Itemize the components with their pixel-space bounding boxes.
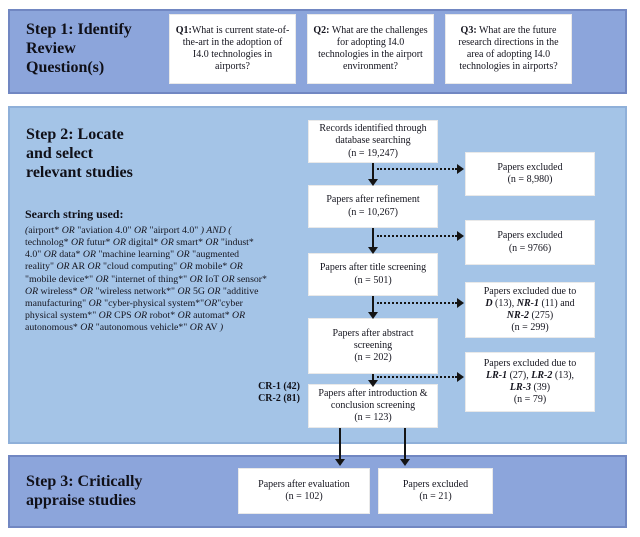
- question-prefix: Q1:: [175, 24, 192, 36]
- question-body: What are the future research directions …: [458, 24, 559, 73]
- box-text-line: Papers excluded due to: [483, 285, 577, 297]
- question-box-q3: Q3: What are the future research directi…: [445, 14, 572, 84]
- flow-box-label: Papers excluded: [402, 478, 469, 490]
- step3-title: Step 3: Critically appraise studies: [26, 473, 143, 509]
- arrowhead-right-icon: [457, 164, 464, 174]
- arrowhead-down-icon: [400, 459, 410, 466]
- question-prefix: Q2:: [313, 24, 330, 36]
- flow-box-intro-conclusion-screening: Papers after introduction & conclusion s…: [308, 384, 438, 428]
- arrowhead-right-icon: [457, 372, 464, 382]
- cr-criteria-note: CR-1 (42) CR-2 (81): [258, 381, 300, 404]
- flow-box-count: (n = 123): [354, 412, 392, 424]
- question-body: What are the challenges for adopting I4.…: [318, 24, 428, 73]
- search-string-text: (airport* OR "aviation 4.0" OR "airport …: [25, 225, 267, 334]
- flow-box-count: (n = 102): [285, 491, 323, 502]
- arrowhead-down-icon: [335, 459, 345, 466]
- flow-box-count: (n = 19,247): [348, 147, 398, 159]
- question-body: What is current state-of-the-art in the …: [182, 24, 290, 73]
- arrowhead-down-icon: [368, 179, 378, 186]
- box-text-line: (n = 8,980): [507, 174, 553, 185]
- search-string-label: Search string used:: [25, 207, 124, 221]
- final-excluded-box: Papers excluded (n = 21): [378, 468, 493, 514]
- arrow-refinement-to-title: [372, 228, 374, 247]
- flow-box-abstract-screening: Papers after abstract screening (n = 202…: [308, 318, 438, 374]
- flow-box-label: Papers after title screening: [319, 262, 427, 274]
- question-box-q1: Q1:What is current state-of-the-art in t…: [169, 14, 296, 84]
- flow-box-label: Records identified through database sear…: [319, 123, 427, 147]
- dotted-arrow-to-excluded-1: [377, 168, 457, 170]
- step2-title: Step 2: Locate and select relevant studi…: [26, 126, 133, 181]
- box-text-line: Papers excluded: [497, 230, 563, 242]
- arrowhead-down-icon: [368, 312, 378, 319]
- box-text-line: LR-1 (27), LR-2 (13),: [485, 369, 575, 381]
- box-text-line: NR-2 (275): [506, 310, 554, 321]
- box-text-line: (n = 9766): [508, 242, 552, 254]
- flow-box-label: Papers after evaluation: [258, 478, 350, 490]
- question-text: Q1:What is current state-of-the-art in t…: [175, 25, 290, 74]
- question-text: Q2: What are the challenges for adopting…: [313, 25, 428, 74]
- dotted-arrow-to-excluded-3: [377, 302, 457, 304]
- flow-box-label: Papers after refinement: [326, 194, 420, 206]
- excluded-box-1: Papers excluded(n = 8,980): [465, 152, 595, 196]
- arrowhead-down-icon: [368, 380, 378, 387]
- arrow-intro-to-excluded: [404, 428, 406, 459]
- box-text-line: Papers excluded due to: [483, 357, 577, 369]
- evaluation-box: Papers after evaluation (n = 102): [238, 468, 370, 514]
- arrowhead-down-icon: [368, 247, 378, 254]
- flow-box-label: Papers after introduction & conclusion s…: [318, 387, 428, 411]
- box-text-line: Papers excluded: [497, 161, 563, 173]
- flow-box-records-identified: Records identified through database sear…: [308, 120, 438, 163]
- arrowhead-right-icon: [457, 298, 464, 308]
- box-text-line: (n = 299): [511, 322, 549, 334]
- question-prefix: Q3:: [460, 24, 477, 36]
- flow-box-count: (n = 10,267): [348, 206, 398, 218]
- flow-box-title-screening: Papers after title screening (n = 501): [308, 253, 438, 296]
- arrow-title-to-abstract: [372, 296, 374, 312]
- arrowhead-right-icon: [457, 231, 464, 241]
- step1-title: Step 1: Identify Review Question(s): [26, 21, 132, 76]
- box-text-line: LR-3 (39): [509, 382, 551, 393]
- flow-box-count: (n = 501): [354, 274, 392, 286]
- dotted-arrow-to-excluded-4: [377, 376, 457, 378]
- flow-box-count: (n = 202): [354, 352, 392, 364]
- box-text-line: D (13), NR-1 (11) and: [485, 297, 575, 309]
- arrow-intro-to-evaluation: [339, 428, 341, 459]
- question-text: Q3: What are the future research directi…: [451, 25, 566, 74]
- arrow-records-to-refinement: [372, 163, 374, 179]
- arrow-abstract-to-intro: [372, 374, 374, 380]
- excluded-box-2: Papers excluded(n = 9766): [465, 220, 595, 265]
- flow-box-label: Papers after abstract screening: [332, 327, 414, 351]
- dotted-arrow-to-excluded-2: [377, 235, 457, 237]
- box-text-line: (n = 79): [513, 394, 547, 406]
- flow-box-after-refinement: Papers after refinement (n = 10,267): [308, 185, 438, 228]
- question-box-q2: Q2: What are the challenges for adopting…: [307, 14, 434, 84]
- flow-box-count: (n = 21): [419, 491, 452, 502]
